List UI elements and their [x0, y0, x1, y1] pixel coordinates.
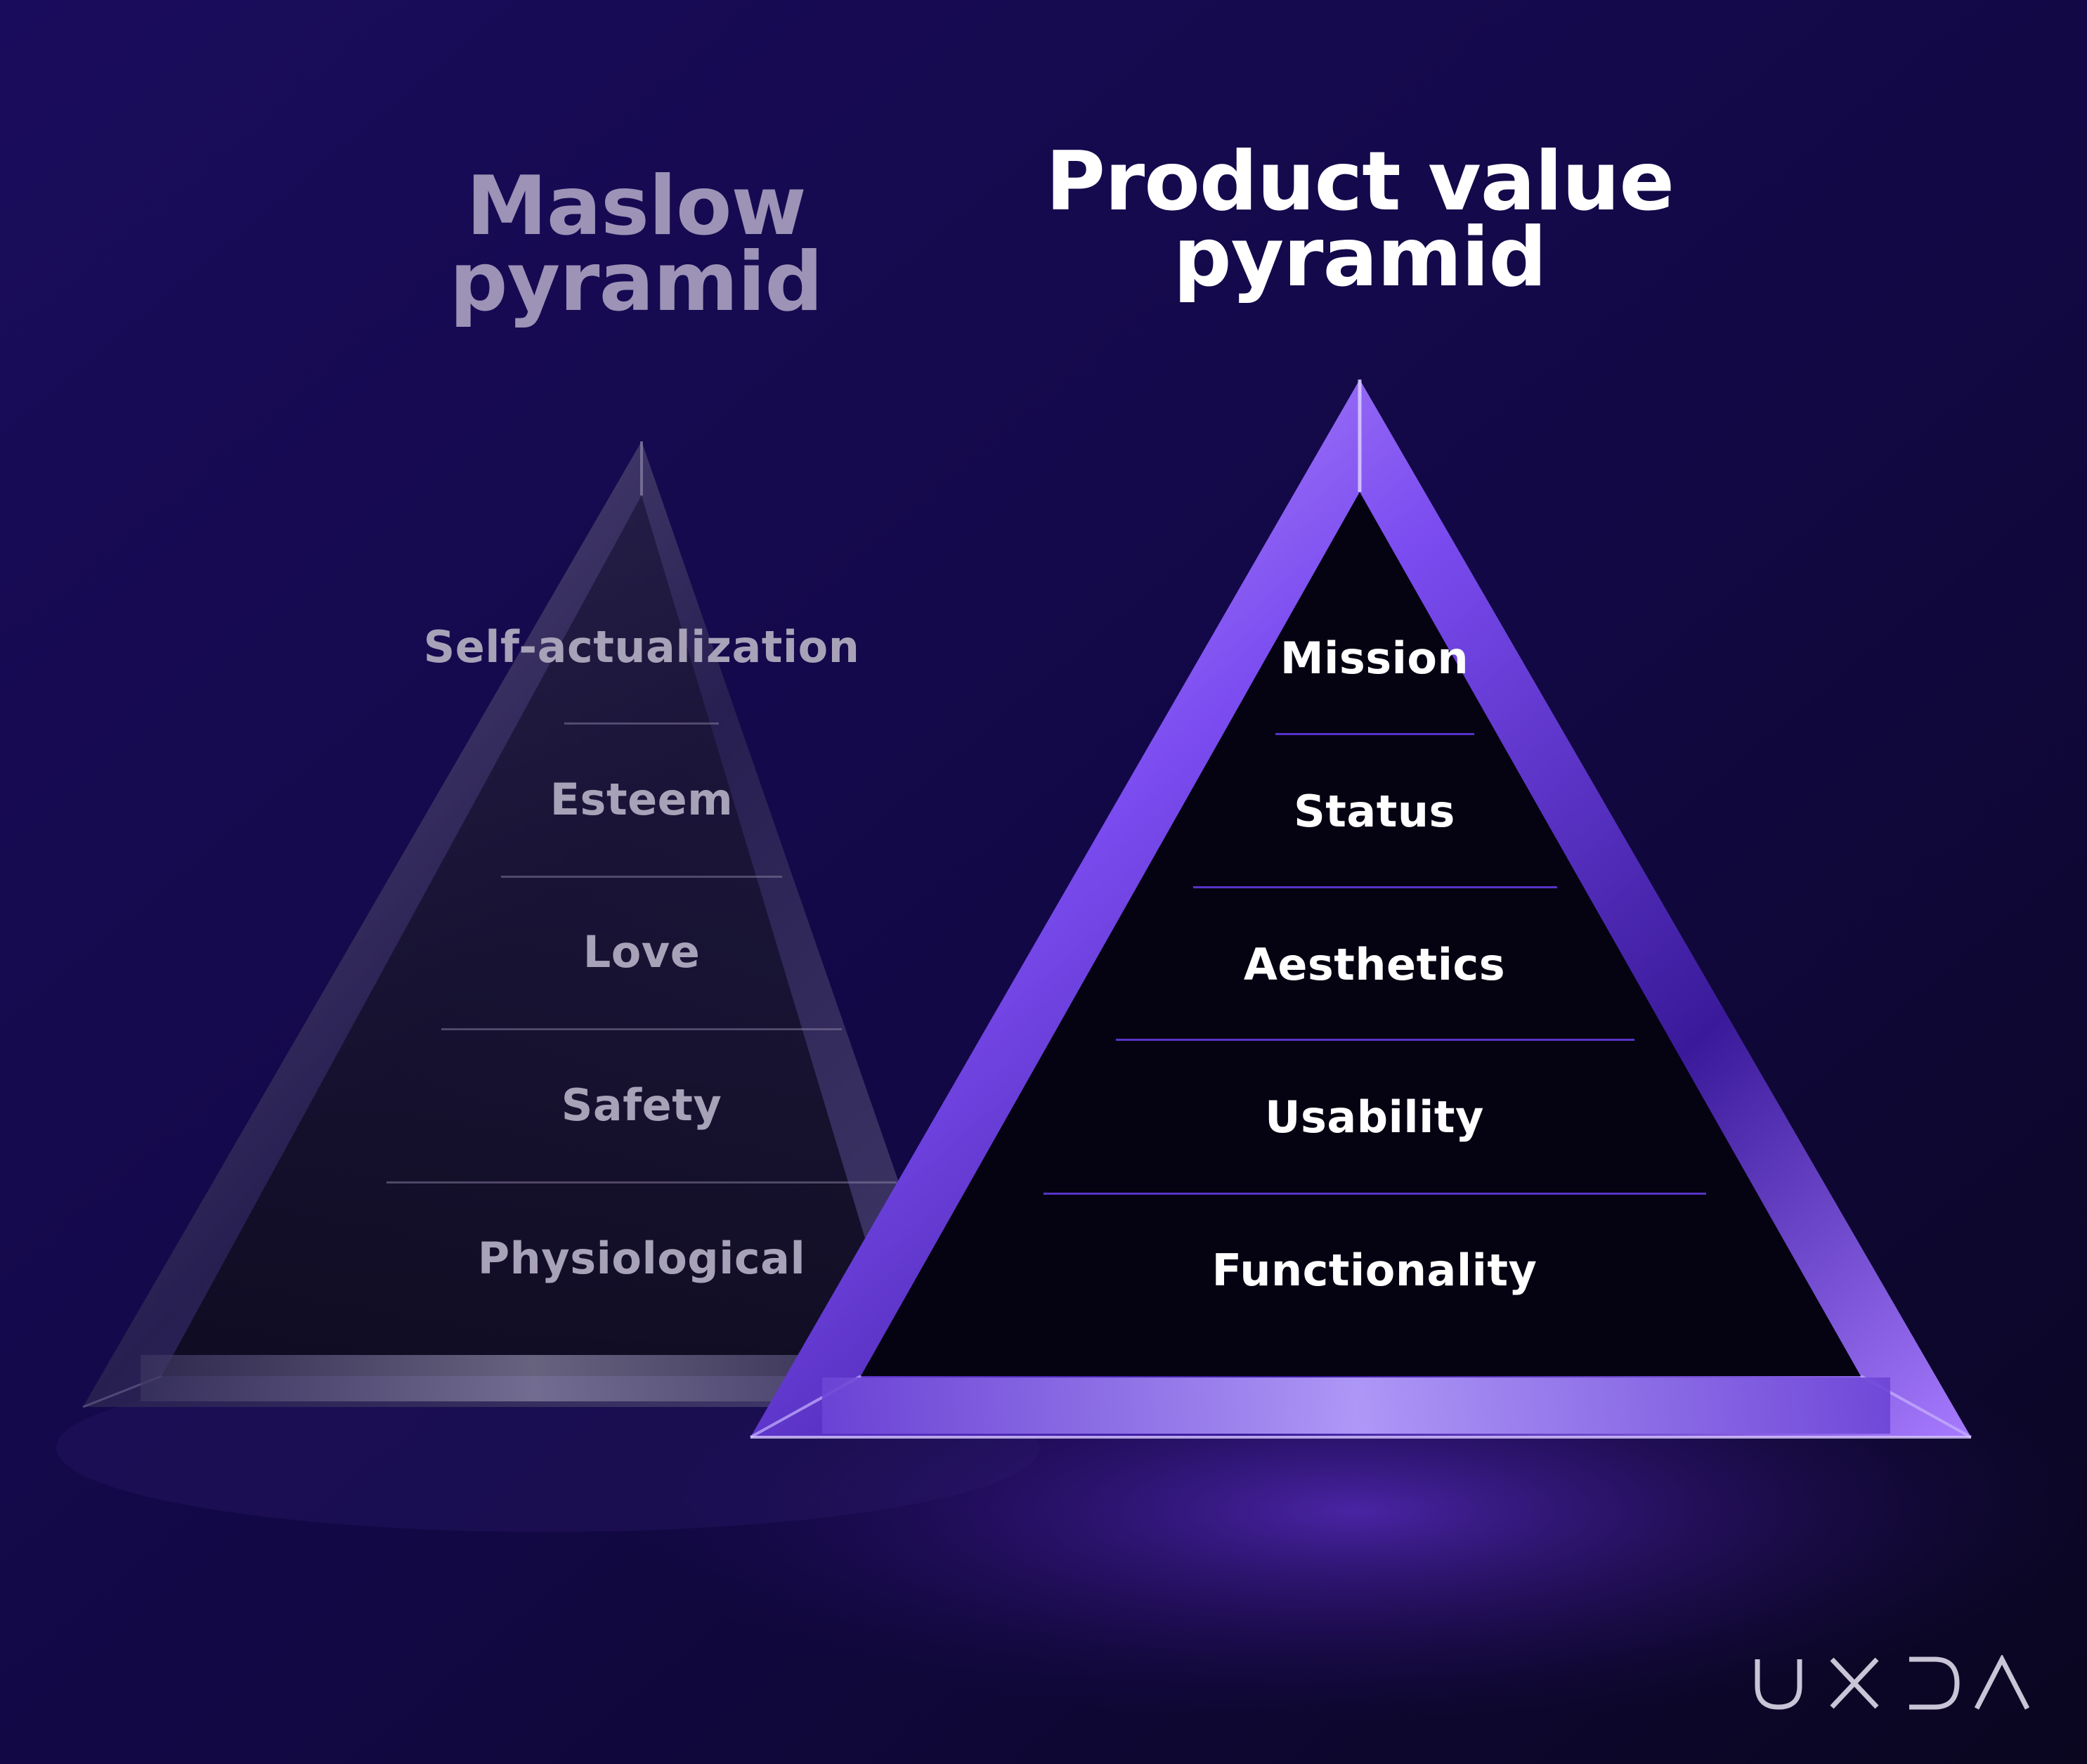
product-title-line-2: pyramid [1173, 210, 1547, 305]
maslow-pyramid-title: Maslow pyramid [390, 159, 882, 330]
maslow-level-safety: Safety [561, 1079, 722, 1131]
product-level-mission: Mission [1280, 633, 1469, 684]
maslow-level-physiological: Physiological [477, 1233, 806, 1284]
product-separator [1116, 1039, 1634, 1041]
uxda-logo [1755, 1655, 2030, 1710]
product-level-status: Status [1294, 786, 1455, 837]
product-level-aesthetics: Aesthetics [1243, 939, 1506, 990]
maslow-title-line-2: pyramid [449, 235, 824, 330]
product-separator [1275, 733, 1474, 735]
product-separator [1193, 886, 1557, 888]
maslow-level-self-actualization: Self-actualization [423, 621, 860, 673]
maslow-level-esteem: Esteem [550, 774, 734, 825]
product-level-functionality: Functionality [1211, 1245, 1537, 1296]
maslow-separator [386, 1181, 897, 1183]
maslow-separator [501, 876, 782, 878]
maslow-level-love: Love [583, 926, 701, 978]
product-level-usability: Usability [1265, 1091, 1484, 1143]
maslow-title-line-1: Maslow [466, 159, 806, 254]
product-value-pyramid-title: Product value pyramid [1005, 134, 1715, 305]
maslow-separator [441, 1028, 842, 1030]
maslow-separator [564, 722, 719, 725]
product-separator [1044, 1193, 1706, 1195]
product-title-line-1: Product value [1045, 134, 1675, 229]
